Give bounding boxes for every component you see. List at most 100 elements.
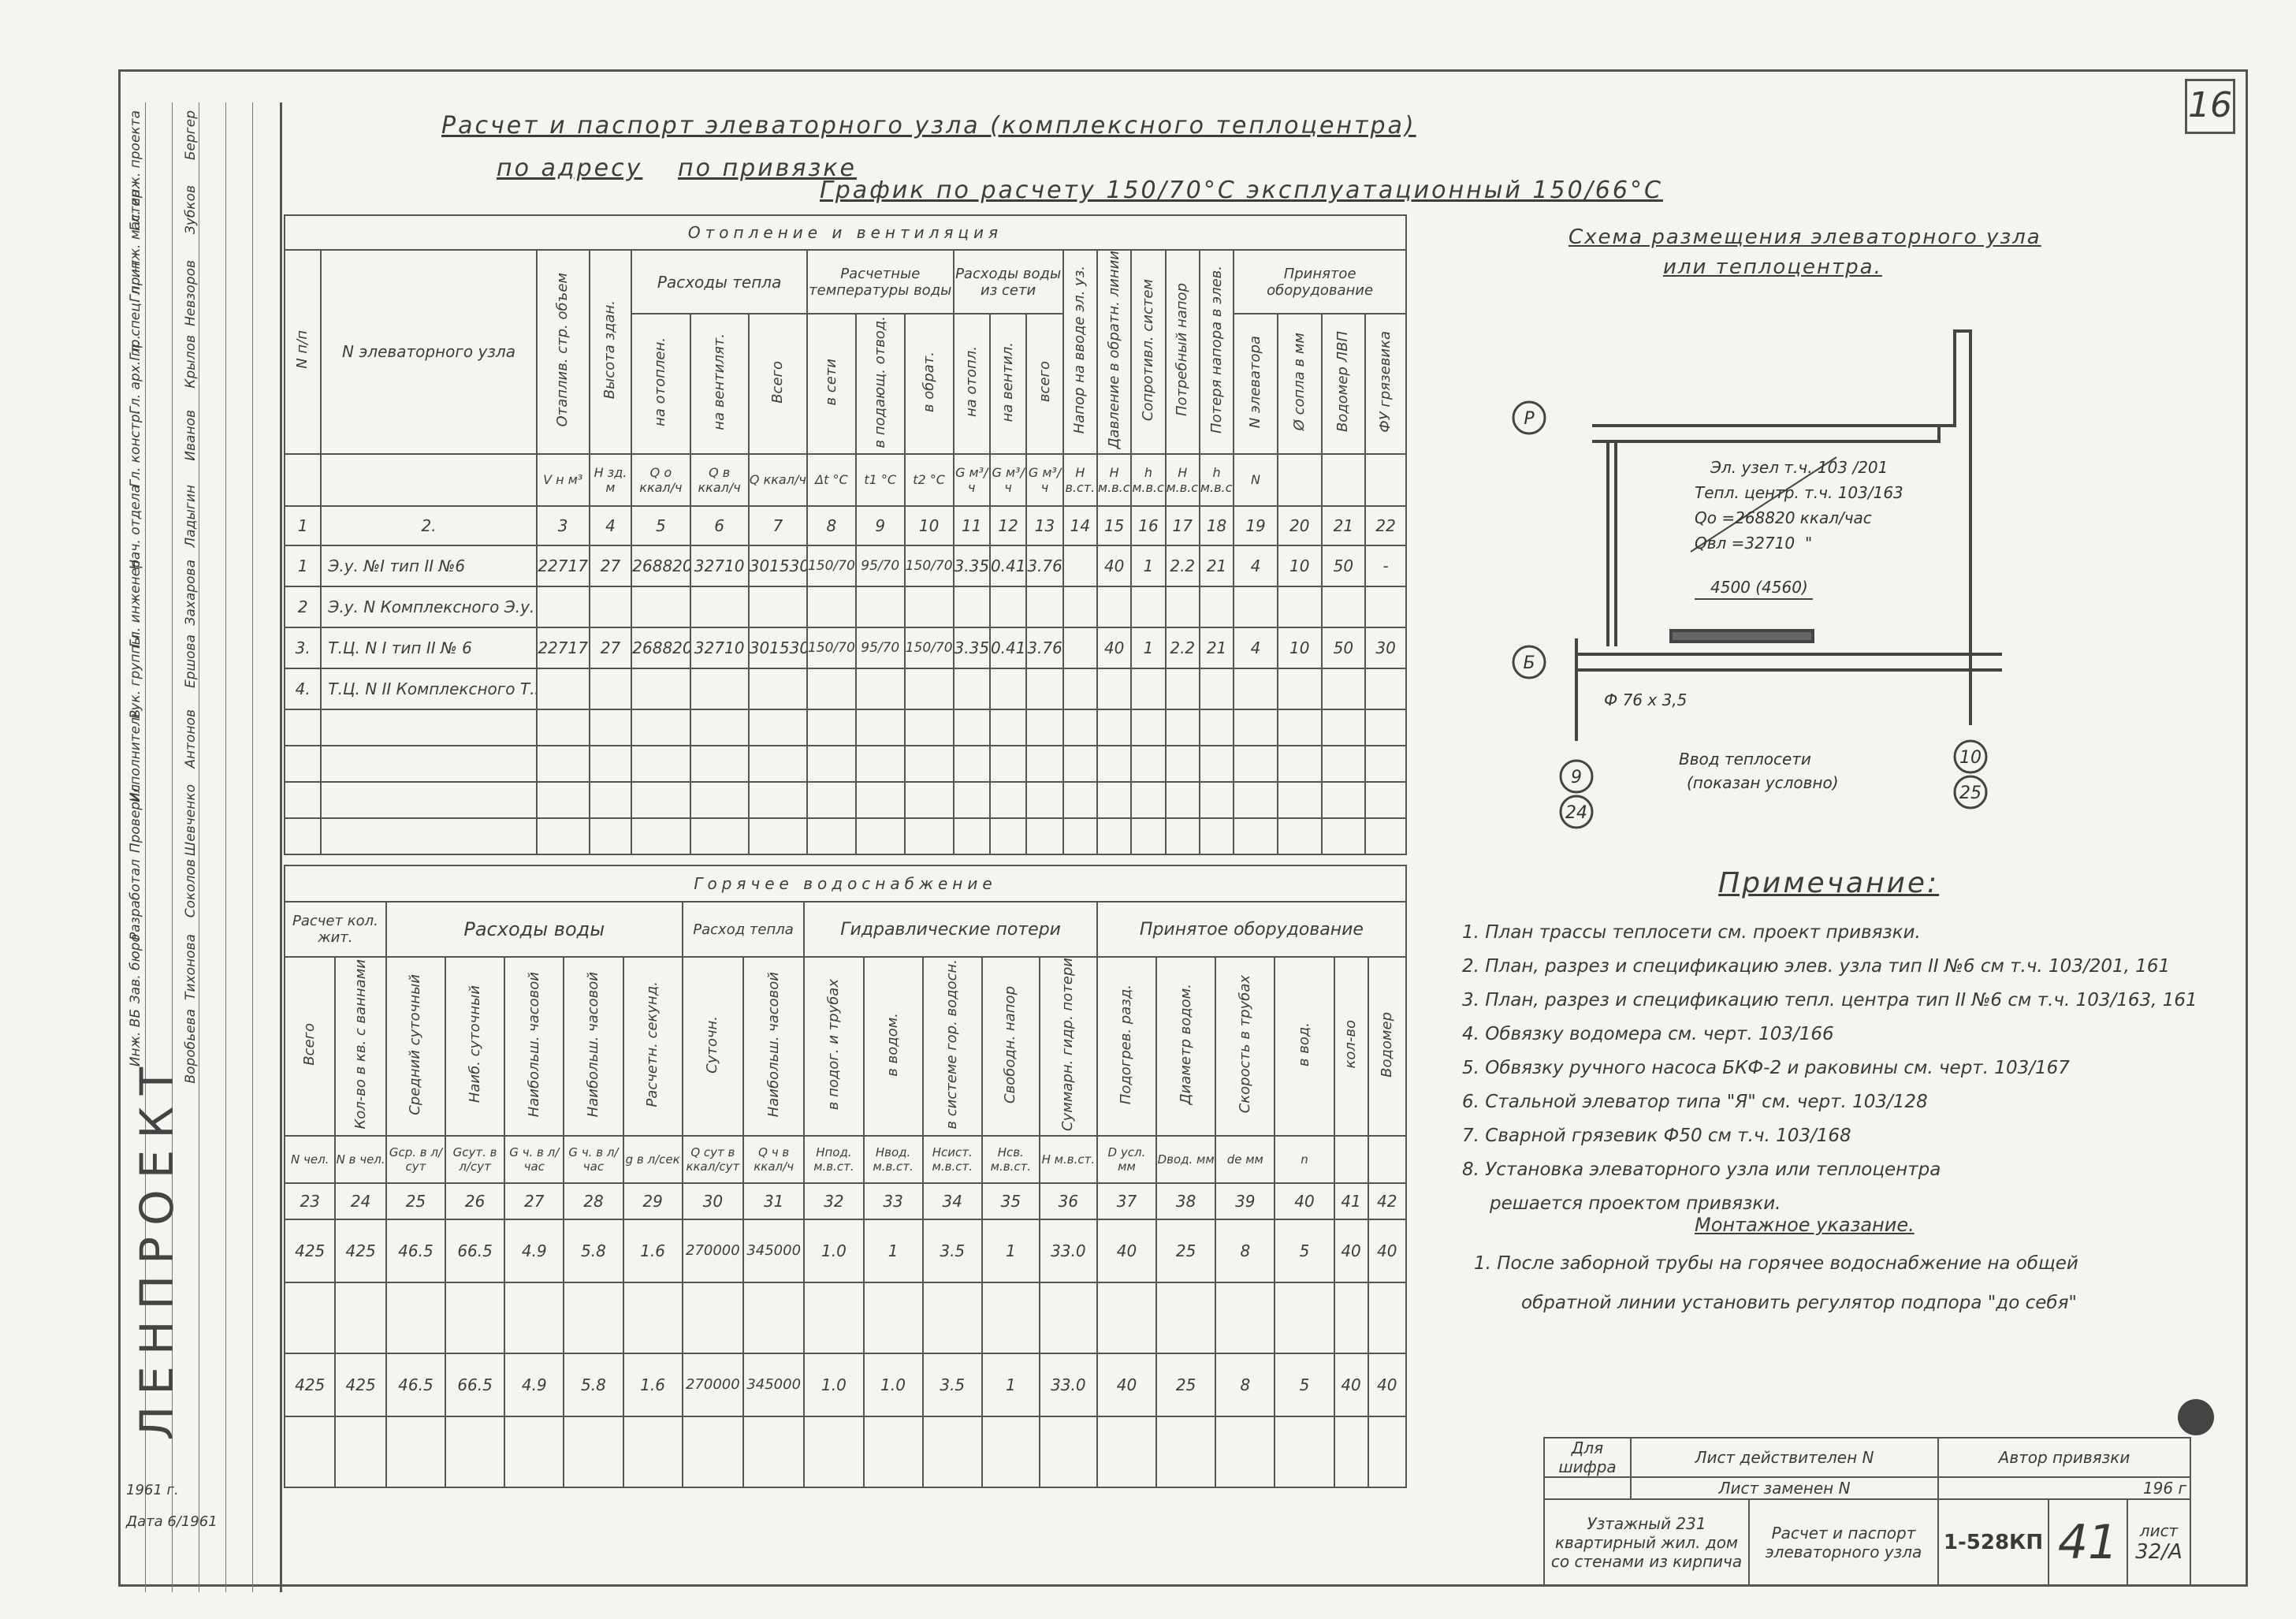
hw-units-cell: Gсут. в л/сут — [445, 1134, 506, 1184]
note-item: решается проектом привязки. — [1490, 1193, 1781, 1214]
col-heat-total-label: Всего — [768, 360, 786, 404]
empty-cell — [921, 1281, 983, 1354]
node-name-cell: Э.у. N Комплексного Э.у. № — [320, 585, 538, 628]
empty-cell — [283, 1415, 337, 1488]
table-row — [283, 1415, 1408, 1488]
empty-cell — [854, 708, 906, 746]
col-resist: Сопротивл. систем — [1130, 249, 1167, 455]
empty-cell — [903, 817, 954, 855]
column-number: 24 — [334, 1182, 387, 1220]
units-cell: t1 °С — [854, 452, 906, 507]
empty-cell — [854, 817, 906, 855]
stamp-name: Зубков — [183, 185, 199, 235]
punch-dot — [2178, 1399, 2214, 1435]
stamp-name: Ершова — [183, 635, 199, 688]
units-cell — [1320, 452, 1367, 507]
hw-units-cell: de мм — [1215, 1134, 1276, 1184]
table-cell: 5.8 — [563, 1352, 624, 1417]
tb-empty — [1543, 1476, 1632, 1500]
hw-col-head-label: Диаметр водом. — [1177, 984, 1194, 1105]
empty-cell — [952, 708, 991, 746]
table-cell: 425 — [283, 1352, 337, 1417]
table-cell: 425 — [334, 1352, 387, 1417]
col-press-req-label: Потребный напор — [1174, 283, 1191, 417]
marker-label: 25 — [1959, 783, 1982, 803]
marker-label: Р — [1524, 409, 1535, 429]
hw-group-losses: Гидравлические потери — [803, 901, 1098, 958]
note-item: 8. Установка элеваторного узла или тепло… — [1462, 1159, 1941, 1180]
empty-cell — [1320, 708, 1367, 746]
col-filter: ФУ грязевика — [1364, 313, 1407, 455]
hw-units-cell: Q ч в ккал/ч — [742, 1134, 806, 1184]
table-cell: 2.2 — [1164, 626, 1200, 669]
empty-cell — [1062, 708, 1099, 746]
table-cell — [1096, 585, 1133, 628]
table-cell: 5 — [1274, 1352, 1335, 1417]
hw-units-cell: Dвод. мм — [1155, 1134, 1217, 1184]
column-number: 1 — [283, 504, 322, 546]
col-heat-v: на вентилят. — [689, 313, 750, 455]
stamp-divider — [172, 102, 173, 1592]
stamp-role: Гл. констр. — [128, 410, 143, 488]
table-cell — [1320, 585, 1367, 628]
column-number: 39 — [1215, 1182, 1276, 1220]
column-number: 20 — [1276, 504, 1323, 546]
col-volume: Отаплив. стр. объем — [535, 249, 590, 455]
table-cell: 1.0 — [803, 1218, 865, 1283]
marker-label: 9 — [1571, 768, 1582, 787]
empty-cell — [1130, 780, 1167, 819]
empty-cell — [320, 708, 538, 746]
empty-cell — [1320, 744, 1367, 783]
empty-cell — [988, 817, 1028, 855]
empty-cell — [320, 817, 538, 855]
column-number: 33 — [862, 1182, 924, 1220]
tb-sheet-ref: 32/А — [2135, 1540, 2183, 1564]
hw-units-cell: Hпод. м.в.ст. — [803, 1134, 865, 1184]
mount-line-2: обратной линии установить регулятор подп… — [1521, 1293, 2077, 1313]
group-equip: Принятое оборудование — [1233, 248, 1407, 315]
column-number: 23 — [283, 1182, 337, 1220]
table-cell — [1025, 667, 1064, 710]
table-cell — [631, 667, 691, 710]
table-cell: 21 — [1198, 544, 1235, 587]
table-cell — [854, 585, 906, 628]
table-cell — [1062, 667, 1099, 710]
table-cell: 150/70 — [806, 626, 857, 669]
hw-col-head: Кол-во в кв. с ваннами — [334, 956, 387, 1137]
table-cell: 270000 — [681, 1352, 745, 1417]
note-item: 3. План, разрез и спецификацию тепл. цен… — [1462, 990, 2197, 1010]
units-cell: Н м.в.ст. — [1164, 452, 1200, 507]
table-cell — [1164, 667, 1200, 710]
title-line-2a: по адресу — [497, 154, 643, 182]
tb-series: 1-528КП — [1937, 1498, 2049, 1587]
hw-units-cell: Hвод. м.в.ст. — [862, 1134, 924, 1184]
empty-cell — [1276, 817, 1323, 855]
table-cell: 5 — [1274, 1218, 1335, 1283]
empty-cell — [563, 1415, 624, 1488]
column-number: 8 — [806, 504, 857, 546]
column-number: 32 — [803, 1182, 865, 1220]
col-heat-total: Всего — [747, 313, 808, 455]
table-cell: 1 — [862, 1218, 924, 1283]
table-cell: 3.5 — [921, 1352, 983, 1417]
empty-cell — [1333, 1281, 1369, 1354]
column-number: 10 — [903, 504, 954, 546]
column-number: 21 — [1320, 504, 1367, 546]
empty-cell — [283, 708, 322, 746]
table-cell: 25 — [1155, 1218, 1217, 1283]
column-number: 37 — [1096, 1182, 1158, 1220]
empty-cell — [689, 780, 750, 819]
table-cell: 32710 — [689, 626, 750, 669]
hw-col-head: Расчетн. секунд. — [622, 956, 683, 1137]
col-t-supply: в подающ. отвод. — [854, 313, 906, 455]
stamp-name: Захарова — [183, 560, 199, 626]
tb-sheet-label: лист — [2139, 1521, 2179, 1540]
empty-cell — [1096, 817, 1133, 855]
empty-cell — [1274, 1415, 1335, 1488]
empty-cell — [1096, 1415, 1158, 1488]
units-cell: Н в.ст. — [1062, 452, 1099, 507]
empty-cell — [1233, 780, 1278, 819]
empty-cell — [1164, 744, 1200, 783]
